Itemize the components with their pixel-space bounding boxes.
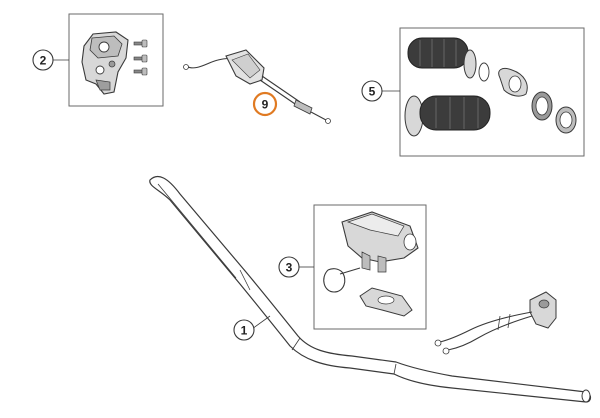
grip-clamp-rings[interactable] [498, 67, 577, 134]
callout-3-label: 3 [286, 261, 293, 275]
switch-unit-part[interactable] [81, 31, 129, 95]
housing-detail-group [313, 204, 427, 330]
handlebar-part[interactable] [149, 175, 592, 403]
callout-2-label: 2 [40, 54, 47, 68]
switch-detail-group [68, 13, 164, 107]
callout-9-label: 9 [262, 98, 269, 112]
switch-screws[interactable] [133, 39, 148, 76]
callout-9[interactable]: 9 [252, 91, 278, 117]
callout-2[interactable]: 2 [32, 49, 54, 71]
callout-1-label: 1 [241, 324, 248, 338]
throttle-cable-part[interactable] [183, 49, 331, 124]
callout-5[interactable]: 5 [361, 80, 383, 102]
throttle-housing-part[interactable] [341, 211, 419, 273]
callout-5-label: 5 [369, 85, 376, 99]
callout-1[interactable]: 1 [233, 319, 255, 341]
grips-detail-group [399, 27, 585, 157]
housing-clamp-part[interactable] [359, 287, 413, 317]
throttle-tube-part[interactable] [404, 95, 491, 137]
callout-3[interactable]: 3 [278, 256, 300, 278]
grip-upper-part[interactable] [407, 37, 490, 82]
kill-switch-part[interactable] [434, 291, 557, 355]
cable-clip-part[interactable] [323, 267, 361, 293]
